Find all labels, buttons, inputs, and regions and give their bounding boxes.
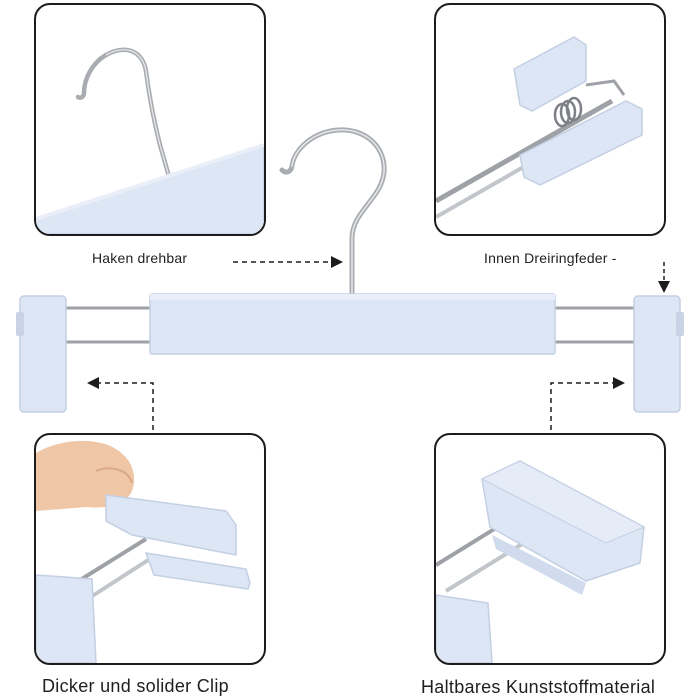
clip-detail-image [36, 440, 251, 663]
clip-detail-panel [34, 433, 266, 665]
spring-caption: Innen Dreiringfeder - [484, 250, 617, 266]
material-detail-panel [434, 433, 666, 665]
left-clip [19, 295, 67, 413]
clip-arrow [87, 377, 154, 430]
right-clip [633, 295, 681, 413]
material-detail-image [436, 460, 646, 663]
material-arrow [550, 377, 625, 430]
hook-caption: Haken drehbar [92, 250, 188, 266]
hook-detail-image [36, 47, 264, 234]
spring-detail-image [436, 36, 643, 219]
spring-detail-panel [434, 3, 666, 236]
clip-caption: Dicker und solider Clip [42, 676, 229, 696]
material-caption: Haltbares Kunststoffmaterial [421, 677, 656, 697]
hook-detail-panel [34, 3, 266, 236]
